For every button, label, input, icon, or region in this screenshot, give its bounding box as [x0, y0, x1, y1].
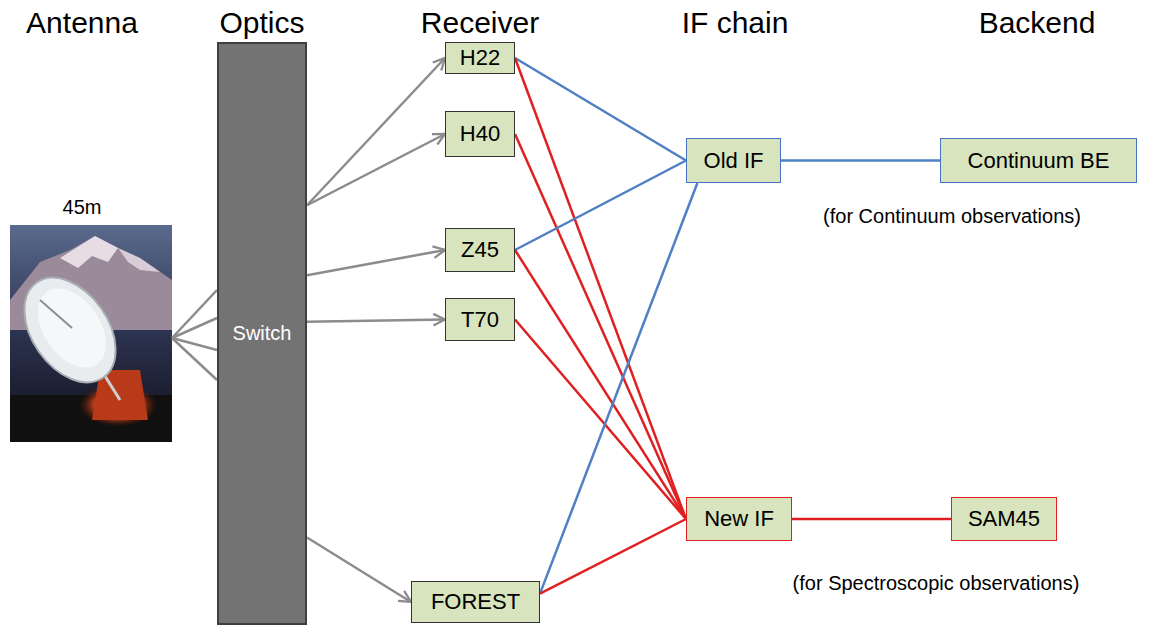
connector-line: [515, 161, 686, 251]
column-header: Receiver: [421, 6, 539, 41]
node-text: T70: [461, 307, 499, 332]
receiver-box: H40: [445, 111, 515, 157]
node-text: Old IF: [704, 148, 764, 173]
backend-box: Continuum BE: [940, 138, 1137, 183]
connector-line: [515, 134, 686, 519]
connector-line: [515, 250, 686, 519]
switch-box: Switch: [217, 42, 307, 625]
connector-line: [307, 134, 445, 205]
if-chain-box: Old IF: [686, 138, 781, 183]
node-text: New IF: [704, 506, 774, 531]
connector-line: [781, 159, 940, 162]
connector-line: [540, 519, 686, 594]
feed-lines: [172, 290, 217, 380]
connector-line: [515, 320, 686, 520]
column-header: IF chain: [682, 6, 789, 41]
connector-line: [515, 58, 686, 519]
connector-line: [307, 538, 411, 602]
column-header: Backend: [979, 6, 1096, 41]
connector-line: [515, 58, 686, 161]
connector-line: [307, 320, 445, 322]
backend-box: SAM45: [951, 497, 1057, 541]
node-text: Switch: [233, 322, 292, 345]
receiver-box: T70: [445, 298, 515, 341]
connector-line: [540, 183, 697, 594]
column-header: Antenna: [26, 6, 138, 41]
receiver-box: FOREST: [411, 581, 540, 623]
connector-line: [307, 58, 445, 205]
node-text: H40: [460, 121, 500, 146]
column-header: Optics: [219, 6, 304, 41]
antenna-size: 45m: [63, 196, 102, 219]
node-text: Z45: [461, 237, 499, 262]
connector-line: [792, 518, 951, 521]
connector-line: [307, 250, 445, 275]
note-text: (for Continuum observations): [823, 205, 1081, 228]
antenna-photo: [6, 225, 172, 442]
receiver-box: Z45: [445, 228, 515, 272]
node-text: FOREST: [431, 589, 520, 614]
node-text: Continuum BE: [968, 148, 1110, 173]
receiver-box: H22: [445, 42, 515, 74]
if-chain-box: New IF: [686, 497, 792, 541]
node-text: SAM45: [968, 506, 1040, 531]
node-text: H22: [460, 45, 500, 70]
note-text: (for Spectroscopic observations): [793, 572, 1080, 595]
